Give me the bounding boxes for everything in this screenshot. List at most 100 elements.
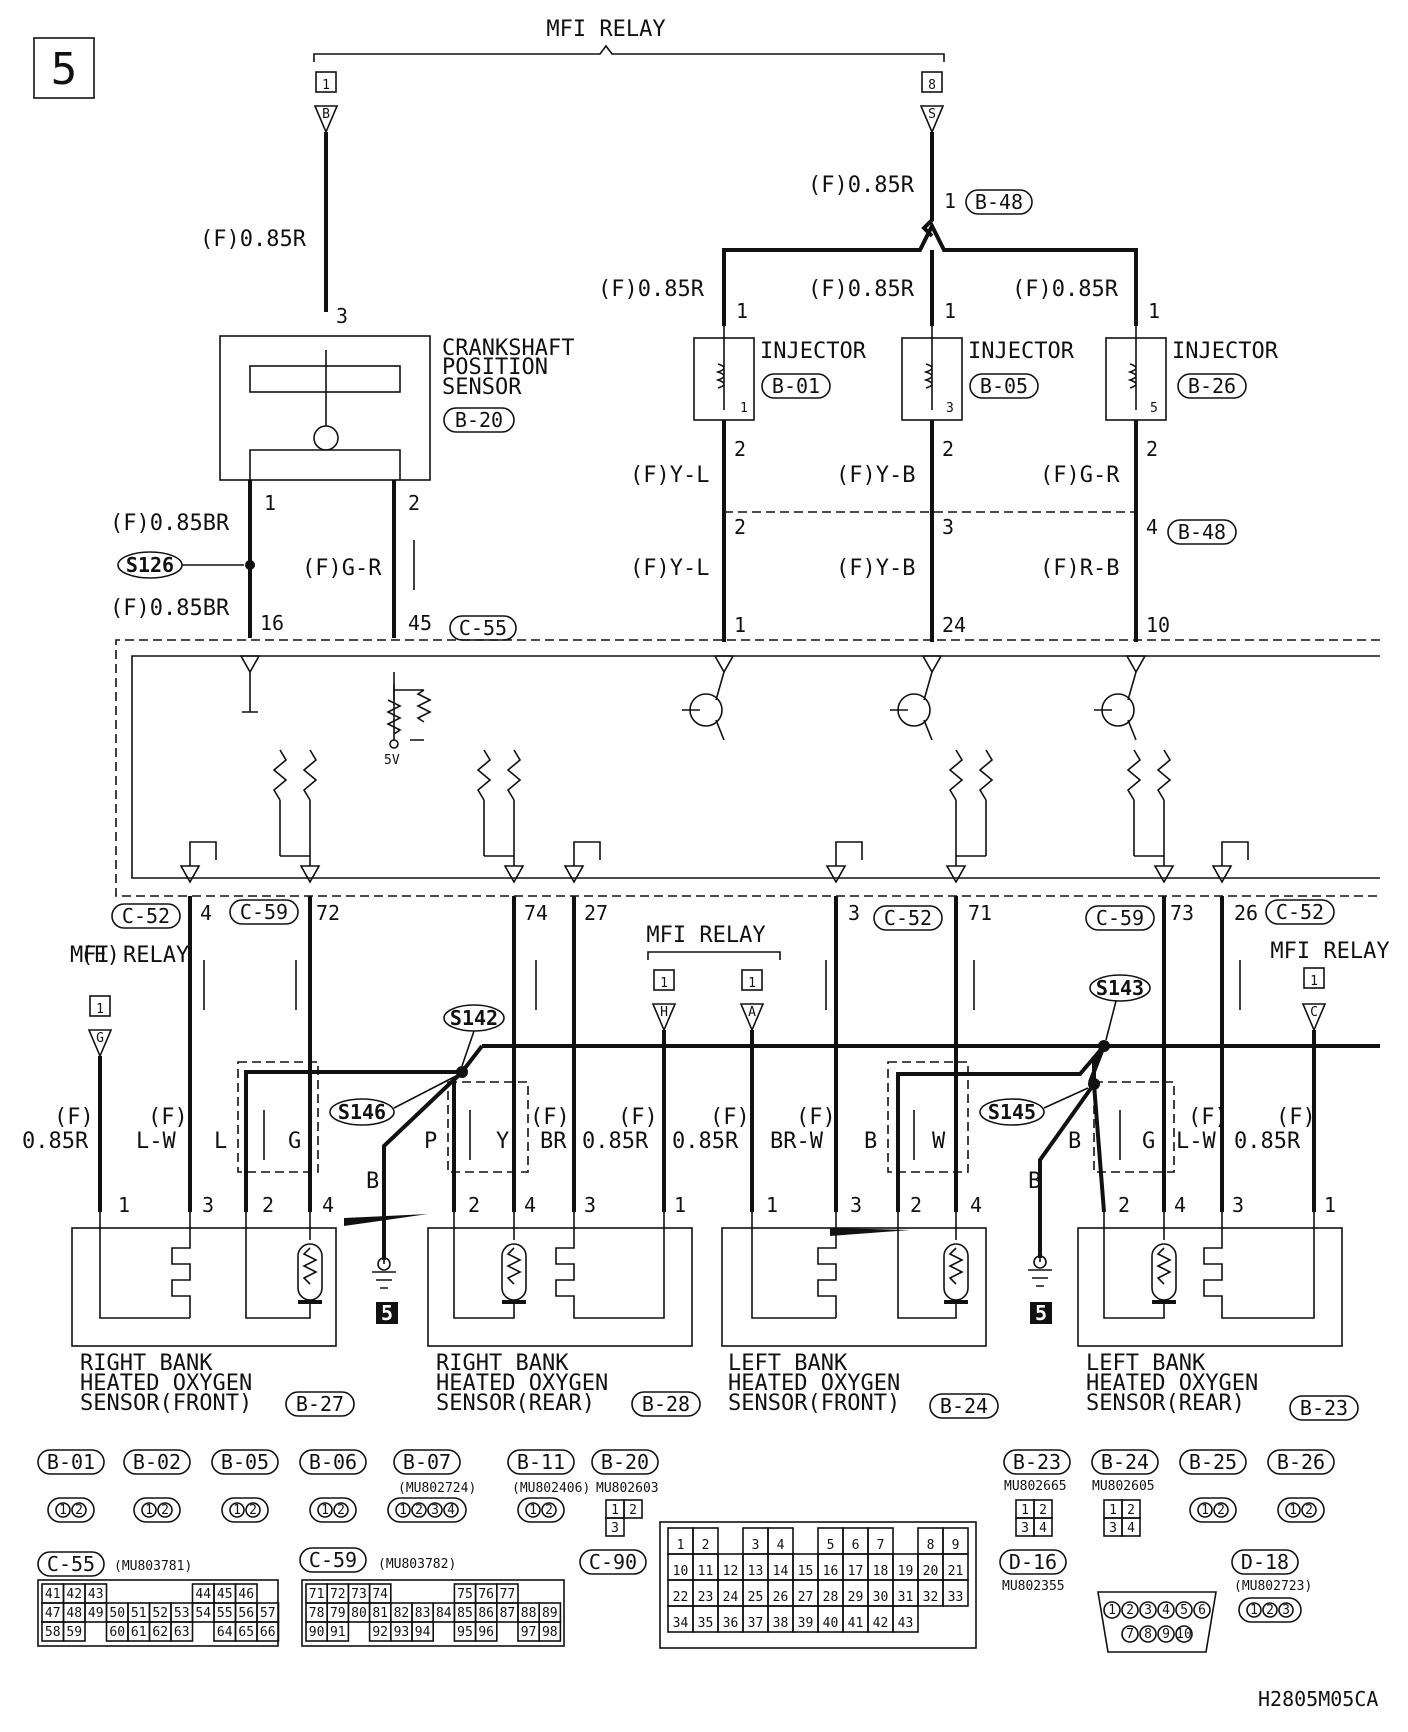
pin-number: 22 <box>673 1590 689 1605</box>
pin-number: 2 <box>629 1503 637 1518</box>
pin-number: 9 <box>952 1538 960 1553</box>
pin-number: 16 <box>823 1564 839 1579</box>
connector-pill <box>507 1449 575 1475</box>
svg-text:74: 74 <box>524 901 548 925</box>
connector-pin <box>71 1502 87 1518</box>
svg-text:MFI RELAY: MFI RELAY <box>70 943 189 968</box>
pin-number: 76 <box>478 1587 494 1602</box>
injector-b26: 1 5 INJECTOR B-26 2 (F)G-R 4 B-48 (F)R-B… <box>1040 299 1279 642</box>
svg-text:5V: 5V <box>384 753 400 768</box>
pin-number: 60 <box>109 1625 125 1640</box>
svg-text:S126: S126 <box>126 553 174 577</box>
pin-number: 31 <box>898 1590 914 1605</box>
connector-name: C-55 <box>47 1552 95 1576</box>
pin-number: 42 <box>66 1587 82 1602</box>
svg-text:G: G <box>1142 1129 1155 1154</box>
svg-text:8: 8 <box>928 78 936 93</box>
pin-number: 89 <box>542 1606 558 1621</box>
svg-text:HEATED OXYGEN: HEATED OXYGEN <box>1086 1371 1258 1396</box>
pin-number: 93 <box>394 1625 410 1640</box>
svg-text:G: G <box>96 1031 104 1046</box>
pin-number: 77 <box>500 1587 516 1602</box>
pin-number: 33 <box>948 1590 964 1605</box>
part-number: MU802605 <box>1092 1479 1155 1494</box>
svg-text:S145: S145 <box>988 1100 1036 1124</box>
svg-text:C-52: C-52 <box>1276 900 1324 924</box>
pin-number: 3 <box>1282 1603 1290 1618</box>
pin-number: 75 <box>457 1587 473 1602</box>
svg-text:1: 1 <box>264 491 276 515</box>
svg-text:C-52: C-52 <box>884 906 932 930</box>
mfi-relay-label: MFI RELAY <box>546 17 665 42</box>
connector-name: B-06 <box>309 1450 357 1474</box>
svg-text:S146: S146 <box>338 1100 386 1124</box>
svg-text:2: 2 <box>942 437 954 461</box>
svg-text:S: S <box>928 107 936 122</box>
svg-text:(F): (F) <box>148 1105 188 1130</box>
connector-pin <box>157 1502 173 1518</box>
svg-text:P: P <box>424 1129 437 1154</box>
diagram-code: H2805M05CA <box>1258 1687 1378 1711</box>
connector-pin <box>1175 1601 1193 1619</box>
pin-number: 2 <box>161 1503 169 1518</box>
svg-text:B-48: B-48 <box>975 190 1023 214</box>
svg-text:5: 5 <box>1150 401 1158 416</box>
connector-body <box>517 1497 565 1523</box>
svg-text:LEFT BANK: LEFT BANK <box>728 1351 848 1376</box>
pin-number: 97 <box>521 1625 537 1640</box>
connector-name: D-16 <box>1009 1550 1057 1574</box>
pin-number: 58 <box>45 1625 61 1640</box>
connector-name: C-59 <box>309 1548 357 1572</box>
svg-text:SENSOR(FRONT): SENSOR(FRONT) <box>80 1391 252 1416</box>
connector-pin <box>1285 1502 1301 1518</box>
connector-body <box>221 1497 269 1523</box>
svg-text:0.85R: 0.85R <box>1234 1129 1301 1154</box>
pin-number: 30 <box>873 1590 889 1605</box>
connector-pin <box>1278 1602 1294 1618</box>
svg-text:B: B <box>864 1129 877 1154</box>
c59-housing <box>301 1579 565 1647</box>
svg-text:2: 2 <box>734 437 746 461</box>
svg-text:B: B <box>322 107 330 122</box>
svg-text:3: 3 <box>202 1193 214 1217</box>
connector-name: D-18 <box>1241 1550 1289 1574</box>
svg-text:1: 1 <box>322 78 330 93</box>
svg-text:(F)Y-L: (F)Y-L <box>630 463 709 488</box>
pin-number: 80 <box>351 1606 367 1621</box>
svg-text:4: 4 <box>322 1193 334 1217</box>
svg-text:RIGHT BANK: RIGHT BANK <box>436 1351 569 1376</box>
svg-text:S143: S143 <box>1096 976 1144 1000</box>
connector-pill <box>999 1549 1067 1575</box>
pin-number: 87 <box>500 1606 516 1621</box>
pin-number: 12 <box>723 1564 739 1579</box>
svg-text:45: 45 <box>408 611 432 635</box>
svg-text:0.85R: 0.85R <box>22 1129 89 1154</box>
pin-number: 52 <box>152 1606 168 1621</box>
connector-pill <box>579 1549 647 1575</box>
pin-number: 8 <box>1144 1627 1152 1642</box>
svg-text:(F)Y-B: (F)Y-B <box>836 556 915 581</box>
pin-number: 98 <box>542 1625 558 1640</box>
pin-number: 1 <box>1201 1503 1209 1518</box>
svg-text:B-23: B-23 <box>1300 1396 1348 1420</box>
pin-number: 1 <box>1109 1503 1117 1518</box>
svg-text:B: B <box>1028 1169 1041 1194</box>
connector-pin <box>1157 1601 1175 1619</box>
pin-number: 41 <box>45 1587 61 1602</box>
svg-text:16: 16 <box>260 611 284 635</box>
svg-text:4: 4 <box>1146 515 1158 539</box>
pin-number: 9 <box>1162 1627 1170 1642</box>
connector-name: B-23 <box>1013 1450 1061 1474</box>
injector-harness: (F)0.85R 1 B-48 (F)0.85R (F)0.85R (F)0.8… <box>598 132 1138 326</box>
svg-text:INJECTOR: INJECTOR <box>760 339 867 364</box>
pin-number: 6 <box>852 1538 860 1553</box>
pin-number: 61 <box>131 1625 147 1640</box>
connector-pill <box>1003 1449 1071 1475</box>
connector-pin <box>525 1502 541 1518</box>
connector-pill <box>1179 1449 1247 1475</box>
connector-body <box>1189 1497 1237 1523</box>
connector-name: B-07 <box>403 1450 451 1474</box>
pin-number: 42 <box>873 1616 889 1631</box>
svg-text:B: B <box>1068 1129 1081 1154</box>
